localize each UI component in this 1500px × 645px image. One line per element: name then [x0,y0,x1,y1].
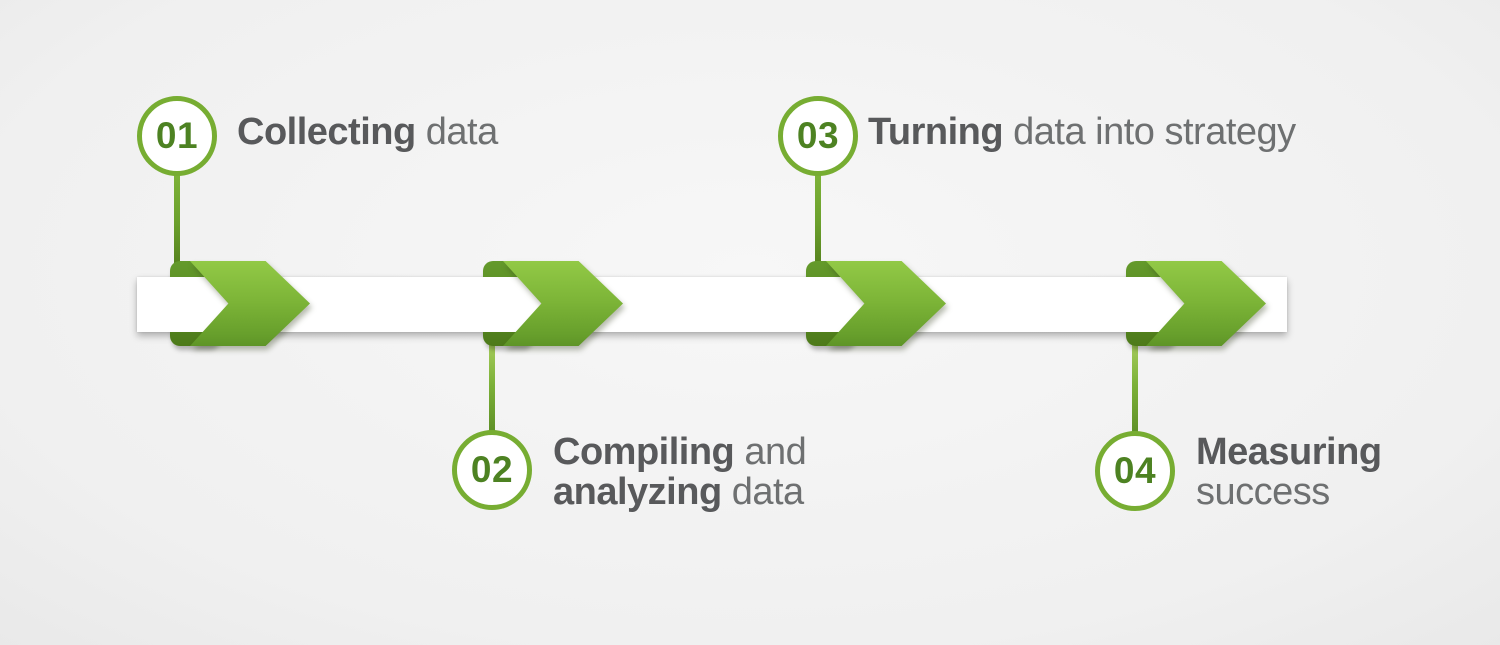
step-label-line: Turning data into strategy [868,111,1296,153]
chevron-arrow-icon [826,261,946,346]
step-label-4: Measuring success [1196,432,1382,512]
step-label-3: Turning data into strategy [868,112,1296,152]
step-label-line: Measuring [1196,431,1382,473]
step-label-line: analyzing data [553,471,804,513]
arrow-marker-step-1 [170,261,310,346]
step-number: 03 [796,115,840,156]
connector-line-step-4 [1132,343,1138,436]
step-number-badge-4: 04 [1095,431,1175,511]
arrow-marker-step-4 [1126,261,1266,346]
connector-line-step-2 [489,343,495,435]
chevron-arrow-icon [503,261,623,346]
step-label-line: Compiling and [553,431,807,473]
connector-line-step-1 [174,170,180,266]
step-number: 01 [155,115,199,156]
chevron-arrow-icon [190,261,310,346]
step-label-line: success [1196,471,1330,513]
arrow-marker-step-3 [806,261,946,346]
step-number-badge-3: 03 [778,96,858,176]
step-number: 04 [1113,450,1157,491]
timeline-bar [137,277,1287,332]
connector-line-step-3 [815,170,821,266]
chevron-arrow-icon [1146,261,1266,346]
step-number-badge-1: 01 [137,96,217,176]
step-label-line: Collecting data [237,111,498,153]
step-label-1: Collecting data [237,112,498,152]
arrow-marker-step-2 [483,261,623,346]
step-number-badge-2: 02 [452,430,532,510]
step-label-2: Compiling and analyzing data [553,431,807,513]
step-number: 02 [470,449,514,490]
